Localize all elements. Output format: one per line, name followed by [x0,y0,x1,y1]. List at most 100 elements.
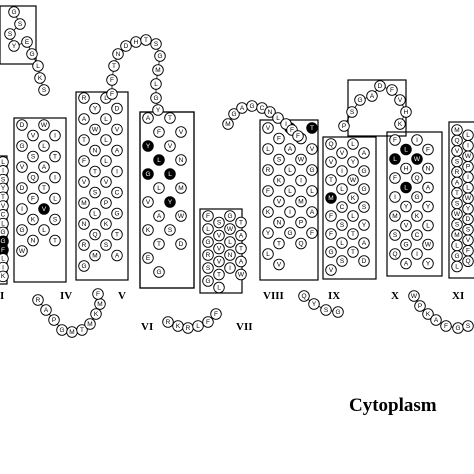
svg-text:G: G [145,171,150,178]
svg-text:T: T [80,327,84,334]
residue-ext-2-8: G [154,50,166,62]
svg-text:K: K [104,221,109,228]
residue-X-10: Q [411,172,423,184]
residue-III-9: Q [27,171,39,184]
residue-ext-1-4: E [21,36,33,48]
residue-X-6: W [411,153,423,165]
svg-text:G: G [414,194,419,201]
residue-cyto-4-6: S [462,320,474,332]
svg-text:V: V [217,245,222,252]
svg-text:L: L [1,256,5,263]
svg-text:R: R [266,167,271,174]
residue-X-4: L [389,153,401,165]
residue-X-9: L [400,181,412,194]
svg-text:G: G [249,103,254,110]
residue-cyto-4-4: F [440,320,452,332]
residue-cyto-4-0: W [408,290,420,302]
residue-IX-16: F [325,210,337,222]
residue-IV-27: T [111,228,123,241]
residue-XI-1: L [462,129,474,141]
svg-text:L: L [266,146,270,153]
residue-V-2: T [164,112,176,124]
svg-text:L: L [266,251,270,258]
svg-text:C: C [260,105,265,112]
residue-ext-3-2: A [236,102,248,114]
svg-text:K: K [94,311,99,318]
residue-ext-3-9: F [292,130,304,142]
residue-XI-2: Q [451,134,463,147]
residue-VIII-23: P [295,216,307,229]
svg-text:G: G [0,238,5,245]
residue-VII-15: A [235,255,247,268]
svg-text:Q: Q [328,141,333,148]
svg-text:L: L [1,159,5,166]
residue-cyto-2-1: K [172,320,184,332]
residue-IV-7: V [111,123,123,136]
svg-text:K: K [398,121,403,128]
svg-text:G: G [157,53,162,60]
residue-VIII-16: V [273,195,285,208]
svg-text:L: L [196,323,200,330]
residue-XI-3: I [462,139,474,152]
svg-text:A: A [44,307,49,314]
residue-XI-23: F [462,244,474,257]
residue-IV-21: L [89,207,101,220]
residue-IX-11: G [358,183,370,195]
svg-text:S: S [324,307,329,314]
residue-III-10: A [38,161,50,173]
residue-cyto-1-4: M [66,326,78,338]
residue-IX-3: A [358,147,370,159]
svg-text:L: L [276,115,280,122]
svg-text:M: M [92,252,97,259]
svg-text:L: L [157,157,161,164]
residue-ext-3-5: N [264,106,276,118]
residue-V-4: Y [142,140,154,152]
svg-text:I: I [229,265,231,272]
residue-IX-27: D [358,255,370,267]
residue-VII-10: L [224,236,236,248]
residue-ext-2-12: Y [152,104,164,116]
svg-text:S: S [466,227,471,234]
svg-text:L: L [455,263,459,270]
residue-IV-29: M [89,249,101,262]
residue-ext-1-0: G [8,6,20,18]
svg-text:V: V [329,159,334,166]
residue-IV-32: G [78,260,90,272]
residue-VIII-22: I [284,206,296,218]
residue-III-12: D [16,182,28,194]
residue-IV-4: A [78,113,90,125]
svg-text:L: L [340,186,344,193]
svg-text:V: V [217,232,222,239]
svg-text:F: F [214,311,218,318]
residue-IV-14: L [100,155,112,167]
residue-III-17: K [27,213,39,226]
svg-text:C: C [340,204,345,211]
svg-text:W: W [298,156,305,163]
svg-text:Y: Y [12,43,17,50]
svg-text:Y: Y [93,105,98,112]
svg-text:S: S [340,258,345,265]
svg-text:D: D [466,216,471,223]
svg-text:A: A [82,116,87,123]
svg-text:L: L [288,167,292,174]
svg-text:G: G [59,327,64,334]
svg-text:I: I [467,174,469,181]
svg-text:S: S [455,221,460,228]
svg-text:N: N [82,221,87,228]
svg-text:L: L [351,141,355,148]
residue-V-6: V [164,140,176,152]
residue-ext-3-1: G [228,108,240,120]
svg-text:Y: Y [404,203,409,210]
svg-text:F: F [310,230,314,237]
svg-text:V: V [310,146,315,153]
svg-text:I: I [21,206,23,213]
svg-text:G: G [153,95,158,102]
residue-X-23: W [422,238,434,251]
residue-X-26: I [411,248,423,260]
residue-IV-11: A [111,144,123,157]
svg-text:L: L [53,195,57,202]
residue-III-24: W [16,245,28,257]
connector-cyto-3 [303,295,339,313]
svg-text:L: L [104,137,108,144]
